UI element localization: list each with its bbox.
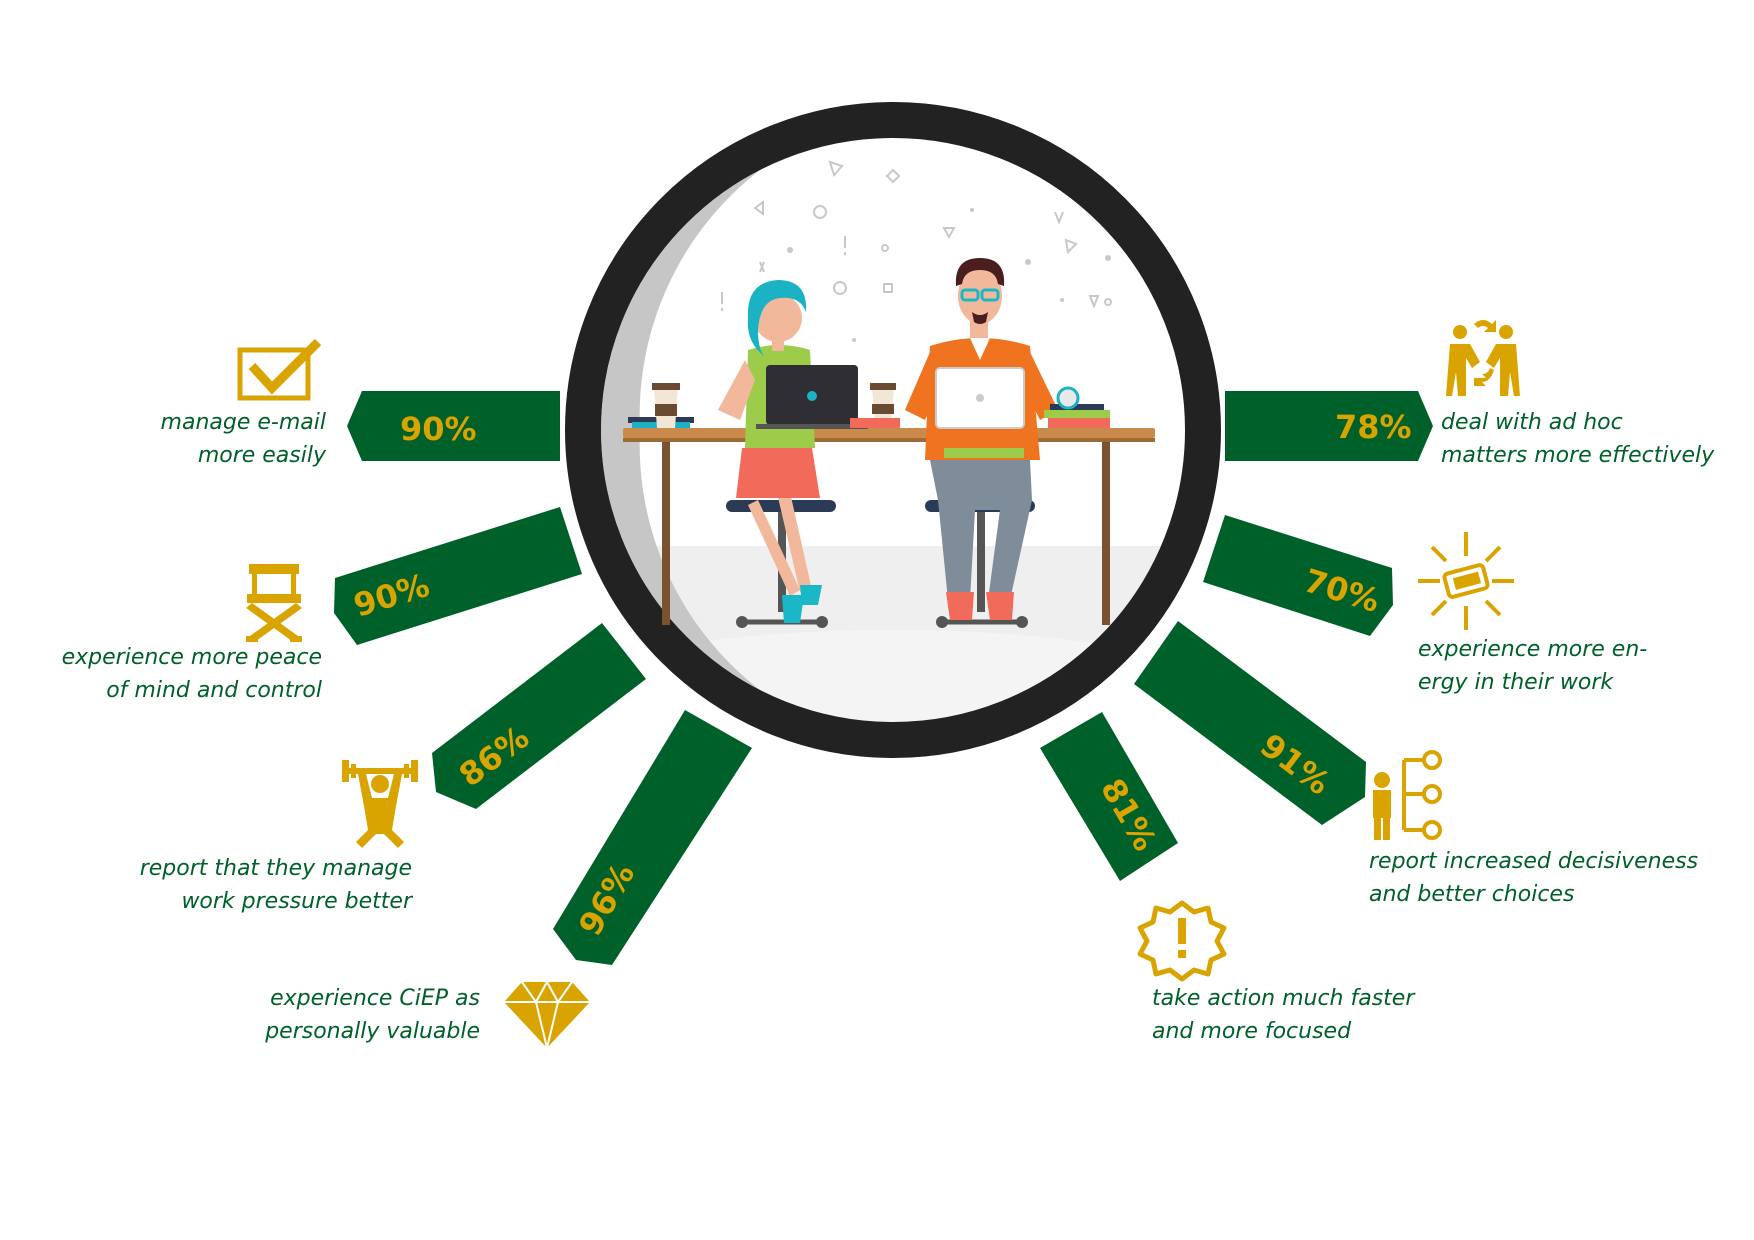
ray-faster [1040, 712, 1178, 881]
ray-value-adhoc: 78% [1335, 408, 1412, 446]
stat-label-valuable-line2: personally valuable [265, 1019, 480, 1044]
stat-label-pressure: report that they manage work pressure be… [140, 852, 412, 918]
doodle-shapes [721, 160, 1112, 311]
stat-label-pressure-line1: report that they manage [139, 856, 412, 881]
director-chair-icon [246, 564, 302, 642]
stat-label-pressure-line2: work pressure better [181, 889, 412, 914]
stat-label-email-line2: more easily [197, 443, 326, 468]
stat-label-email: manage e-mail more easily [161, 406, 326, 472]
magnifier-lens [565, 102, 1221, 758]
stat-label-valuable-line1: experience CiEP as [270, 986, 480, 1011]
ray-email [347, 391, 560, 461]
stat-label-peace-line1: experience more peace [61, 645, 322, 670]
stat-label-adhoc-line2: matters more effectively [1441, 443, 1715, 468]
stat-label-email-line1: manage e-mail [160, 410, 326, 435]
checkbox-icon [237, 338, 322, 401]
stat-label-faster-line2: and more focused [1152, 1019, 1352, 1044]
stat-label-faster: take action much faster and more focused [1152, 982, 1414, 1048]
stat-label-adhoc: deal with ad hoc matters more effectivel… [1441, 406, 1714, 472]
ray-valuable [553, 710, 752, 965]
decision-tree-icon [1373, 750, 1442, 840]
stat-label-adhoc-line1: deal with ad hoc [1441, 410, 1623, 435]
handshake-exchange-icon [1446, 320, 1520, 396]
ray-decisiveness [1134, 621, 1366, 825]
stat-label-faster-line1: take action much faster [1152, 986, 1415, 1011]
ray-peace [334, 507, 582, 645]
stat-label-decisiveness-line2: and better choices [1369, 882, 1575, 907]
battery-energy-icon [1418, 532, 1514, 630]
ray-energy [1203, 515, 1393, 636]
stat-label-peace-line2: of mind and control [106, 678, 322, 703]
stat-label-decisiveness-line1: report increased decisiveness [1369, 849, 1699, 874]
ray-pressure [432, 623, 646, 809]
ray-adhoc [1225, 391, 1433, 461]
stat-label-energy-line2: ergy in their work [1418, 670, 1614, 695]
ray-value-email: 90% [400, 410, 477, 448]
stat-label-energy: experience more en- ergy in their work [1418, 633, 1647, 699]
stat-label-peace: experience more peace of mind and contro… [62, 641, 322, 707]
stat-label-decisiveness: report increased decisiveness and better… [1369, 845, 1698, 911]
stat-label-energy-line1: experience more en- [1418, 637, 1648, 662]
diamond-icon [504, 979, 590, 1049]
stat-label-valuable: experience CiEP as personally valuable [265, 982, 480, 1048]
desk-items [628, 365, 1110, 429]
alert-badge-icon [1137, 900, 1227, 982]
weightlifter-icon [342, 760, 418, 848]
